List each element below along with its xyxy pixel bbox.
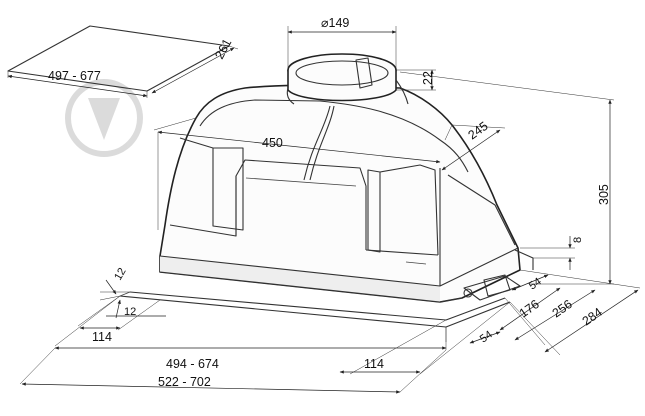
cutout-depth-dimension-line: [151, 47, 235, 94]
cutout-depth-label: 261: [212, 36, 234, 61]
duct-collar: [286, 53, 409, 105]
hood-body: [119, 84, 534, 328]
edge-114-right-label: 114: [364, 357, 384, 371]
rear-offset-dimension: [520, 236, 575, 270]
duct-diameter-label: ⌀149: [321, 16, 349, 30]
top-depth-dimension: [441, 124, 506, 171]
duct-diameter-dimension: [287, 26, 397, 70]
side-54-top-label: 54: [527, 276, 544, 293]
cutout-outline: [7, 25, 239, 98]
outer-width-range-label: 522 - 702: [158, 375, 211, 389]
flange-12-upper-label: 12: [112, 266, 129, 283]
side-256-label: 256: [550, 297, 575, 320]
side-284-label: 284: [580, 305, 605, 328]
rear-offset-label: 8: [572, 237, 584, 243]
inner-width-range-label: 494 - 674: [166, 357, 219, 371]
collar-height-dimension: [396, 69, 436, 91]
edge-114-left-label: 114: [92, 330, 112, 344]
total-height-label: 305: [597, 184, 611, 205]
top-width-label: 450: [262, 136, 283, 150]
cutout-width-dimension-line: [7, 74, 148, 98]
flange-dimensions: [99, 279, 166, 319]
collar-height-label: 22: [421, 71, 435, 85]
bottom-width-dimensions: [19, 295, 511, 394]
side-54-bottom-label: 54: [478, 329, 495, 346]
flange-12-lower-label: 12: [124, 306, 136, 318]
download-arrow-watermark-icon: [65, 79, 143, 157]
top-width-dimension: [153, 117, 453, 230]
cutout-width-range-label: 497 - 677: [48, 69, 101, 83]
side-176-label: 176: [517, 297, 542, 320]
